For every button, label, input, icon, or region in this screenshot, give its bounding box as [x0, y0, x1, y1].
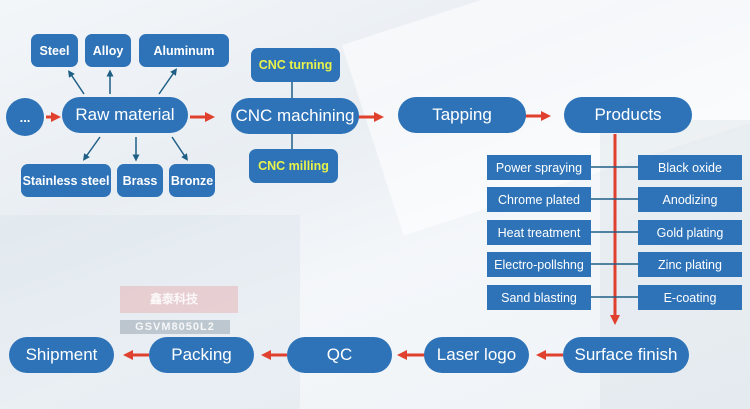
finish-sand-blasting[interactable]: Sand blasting [487, 285, 591, 310]
branch-to-aluminum [158, 68, 177, 95]
finish-e-coating[interactable]: E-coating [638, 285, 742, 310]
raw-material-node[interactable]: Raw material [62, 97, 188, 133]
material-brass[interactable]: Brass [117, 164, 163, 197]
finish-heat-treatment[interactable]: Heat treatment [487, 220, 591, 245]
cnc-machining-node[interactable]: CNC machining [231, 98, 359, 134]
branch-to-bronze [171, 136, 188, 161]
material-stainless-steel[interactable]: Stainless steel [21, 164, 111, 197]
material-aluminum[interactable]: Aluminum [139, 34, 229, 67]
background-brand-plate [120, 286, 238, 313]
qc-node[interactable]: QC [287, 337, 392, 373]
finish-zinc-plating[interactable]: Zinc plating [638, 252, 742, 277]
branch-to-steel [68, 70, 85, 95]
material-bronze[interactable]: Bronze [169, 164, 215, 197]
material-alloy[interactable]: Alloy [85, 34, 131, 67]
cnc-milling-node[interactable]: CNC milling [249, 149, 338, 183]
tapping-node[interactable]: Tapping [398, 97, 526, 133]
shipment-node[interactable]: Shipment [9, 337, 114, 373]
finish-gold-plating[interactable]: Gold plating [638, 220, 742, 245]
laser-logo-node[interactable]: Laser logo [424, 337, 529, 373]
material-steel[interactable]: Steel [31, 34, 78, 67]
finish-anodizing[interactable]: Anodizing [638, 187, 742, 212]
finish-chrome-plated[interactable]: Chrome plated [487, 187, 591, 212]
cnc-turning-node[interactable]: CNC turning [251, 48, 340, 82]
background-brand-text: 鑫泰科技 [150, 292, 199, 306]
products-node[interactable]: Products [564, 97, 692, 133]
finish-row-connectors [591, 166, 638, 298]
packing-node[interactable]: Packing [149, 337, 254, 373]
surface-finish-node[interactable]: Surface finish [563, 337, 689, 373]
background-model-label: GSVM8050L2 [120, 320, 230, 334]
start-node[interactable]: ... [6, 98, 44, 136]
finish-black-oxide[interactable]: Black oxide [638, 155, 742, 180]
finish-electro-polishing[interactable]: Electro-pollshng [487, 252, 591, 277]
branch-to-stainless [82, 136, 101, 161]
finish-power-spraying[interactable]: Power spraying [487, 155, 591, 180]
